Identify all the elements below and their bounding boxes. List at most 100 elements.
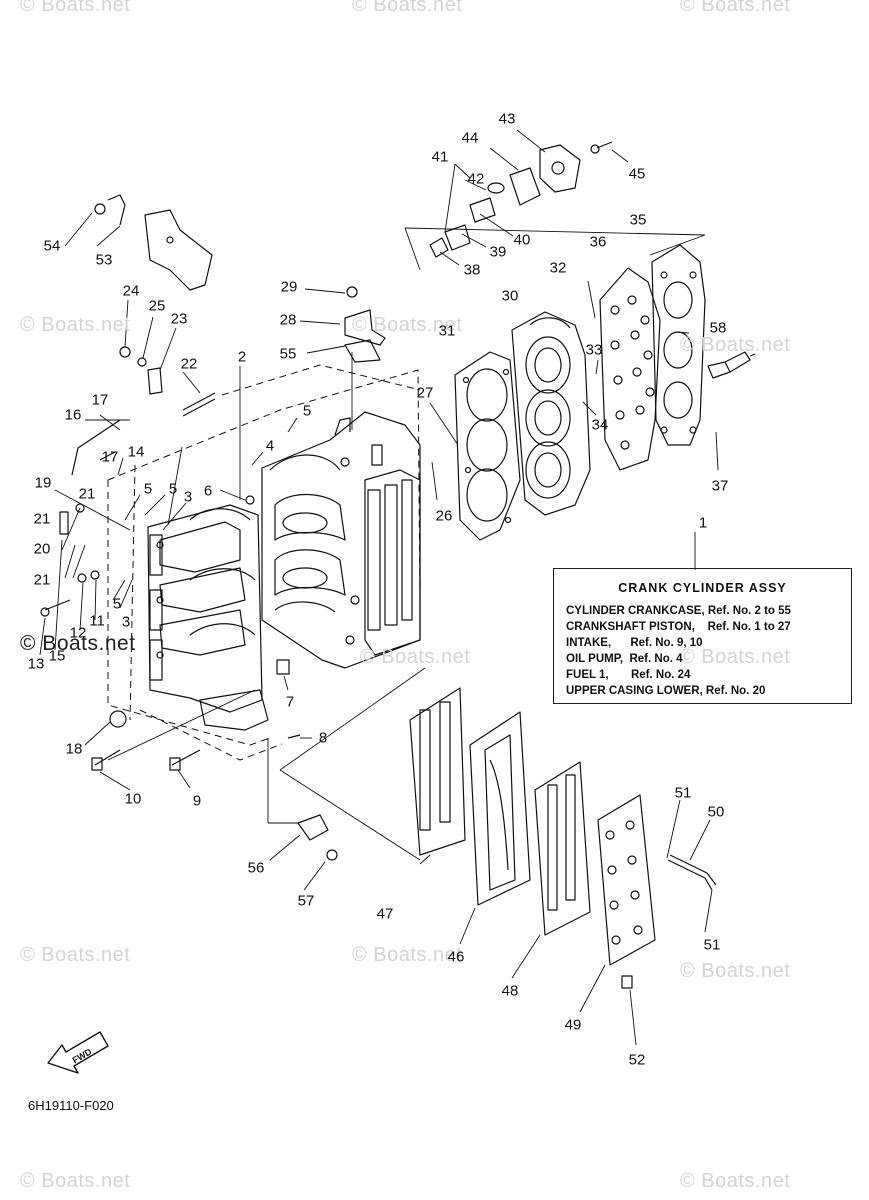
- callout-46: 46: [447, 948, 465, 966]
- callout-11: 11: [89, 612, 105, 630]
- callout-5: 5: [112, 595, 122, 613]
- callout-39: 39: [489, 243, 507, 261]
- callout-32: 32: [549, 259, 567, 277]
- callout-13: 13: [27, 655, 45, 673]
- callout-30: 30: [501, 287, 519, 305]
- watermark: © Boats.net: [20, 944, 131, 966]
- callout-37: 37: [711, 477, 729, 495]
- callout-2: 2: [237, 348, 247, 366]
- callout-40: 40: [513, 231, 531, 249]
- callout-57: 57: [297, 892, 315, 910]
- callout-1: 1: [698, 514, 708, 532]
- callout-47: 47: [376, 905, 394, 923]
- dashed-assembly-outline: [107, 364, 421, 761]
- callout-45: 45: [628, 165, 646, 183]
- watermark: © Boats.net: [680, 646, 791, 668]
- fwd-label: FWD: [71, 1046, 94, 1065]
- callout-17: 17: [91, 391, 109, 409]
- callout-36: 36: [589, 233, 607, 251]
- callout-14: 14: [127, 443, 145, 461]
- watermark: © Boats.net: [360, 646, 471, 668]
- cylinder-block-part: [261, 411, 421, 669]
- small-parts-left: [40, 346, 301, 771]
- callout-53: 53: [95, 251, 113, 269]
- callout-8: 8: [318, 729, 328, 747]
- watermark: © Boats.net: [352, 0, 463, 16]
- assembly-line: OIL PUMP, Ref. No. 4: [566, 653, 683, 665]
- callout-4: 4: [265, 437, 275, 455]
- callout-16: 16: [64, 406, 82, 424]
- callout-29: 29: [280, 278, 298, 296]
- callout-44: 44: [461, 129, 479, 147]
- watermark: © Boats.net: [20, 314, 131, 336]
- assembly-line: CRANKSHAFT PISTON, Ref. No. 1 to 27: [566, 621, 791, 633]
- callout-21: 21: [78, 485, 96, 503]
- callout-21: 21: [33, 510, 51, 528]
- callout-48: 48: [501, 982, 519, 1000]
- callout-12: 12: [69, 624, 87, 642]
- callout-51: 51: [674, 784, 692, 802]
- callout-21: 21: [33, 571, 51, 589]
- callout-51: 51: [703, 936, 721, 954]
- callout-5: 5: [143, 480, 153, 498]
- callout-38: 38: [463, 261, 481, 279]
- callout-28: 28: [279, 311, 297, 329]
- callout-41: 41: [431, 148, 449, 166]
- diagram-code: 6H19110-F020: [28, 1098, 114, 1113]
- callout-50: 50: [707, 803, 725, 821]
- callout-52: 52: [628, 1051, 646, 1069]
- callout-55: 55: [279, 345, 297, 363]
- watermark: © Boats.net: [20, 1170, 131, 1192]
- callout-34: 34: [591, 416, 609, 434]
- callout-5: 5: [302, 402, 312, 420]
- cylinder-head-part: [511, 311, 591, 516]
- callout-58: 58: [709, 319, 727, 337]
- callout-18: 18: [65, 740, 83, 758]
- callout-9: 9: [192, 792, 202, 810]
- callout-17: 17: [101, 448, 119, 466]
- callout-49: 49: [564, 1016, 582, 1034]
- callout-23: 23: [170, 310, 188, 328]
- assembly-line: INTAKE, Ref. No. 9, 10: [566, 637, 703, 649]
- watermark: © Boats.net: [20, 0, 131, 16]
- watermark: © Boats.net: [680, 334, 791, 356]
- assembly-line: CYLINDER CRANKCASE, Ref. No. 2 to 55: [566, 605, 791, 617]
- callout-26: 26: [435, 507, 453, 525]
- callout-43: 43: [498, 110, 516, 128]
- callout-54: 54: [43, 237, 61, 255]
- spark-plug-part: [707, 351, 756, 379]
- callout-20: 20: [33, 540, 51, 558]
- callout-19: 19: [34, 474, 52, 492]
- callout-15: 15: [48, 647, 66, 665]
- assembly-line: UPPER CASING LOWER, Ref. No. 20: [566, 685, 766, 697]
- assembly-legend-box: CRANK CYLINDER ASSY CYLINDER CRANKCASE, …: [553, 568, 852, 704]
- leader-lines: [39, 129, 719, 1046]
- callout-25: 25: [148, 297, 166, 315]
- callout-5: 5: [168, 480, 178, 498]
- callout-24: 24: [122, 282, 140, 300]
- thermostat-parts: [429, 141, 613, 258]
- fwd-arrow-icon: [47, 1031, 109, 1074]
- assembly-line: FUEL 1, Ref. No. 24: [566, 669, 691, 681]
- watermark: © Boats.net: [20, 632, 136, 655]
- crankcase-part: [147, 504, 269, 731]
- callout-6: 6: [203, 482, 213, 500]
- callout-35: 35: [629, 211, 647, 229]
- bracket-part: [94, 194, 213, 291]
- callout-27: 27: [416, 384, 434, 402]
- watermark: © Boats.net: [680, 1170, 791, 1192]
- callout-7: 7: [285, 693, 295, 711]
- head-gasket-part: [454, 351, 521, 541]
- assembly-title: CRANK CYLINDER ASSY: [618, 581, 787, 595]
- callout-3: 3: [121, 613, 131, 631]
- callout-31: 31: [438, 322, 456, 340]
- callout-42: 42: [467, 170, 485, 188]
- watermark: © Boats.net: [352, 314, 463, 336]
- head-cover-gasket-part: [599, 267, 661, 471]
- watermark: © Boats.net: [680, 960, 791, 982]
- callout-56: 56: [247, 859, 265, 877]
- callout-33: 33: [585, 341, 603, 359]
- bracket-56-part: [297, 814, 338, 861]
- watermark: © Boats.net: [680, 0, 791, 16]
